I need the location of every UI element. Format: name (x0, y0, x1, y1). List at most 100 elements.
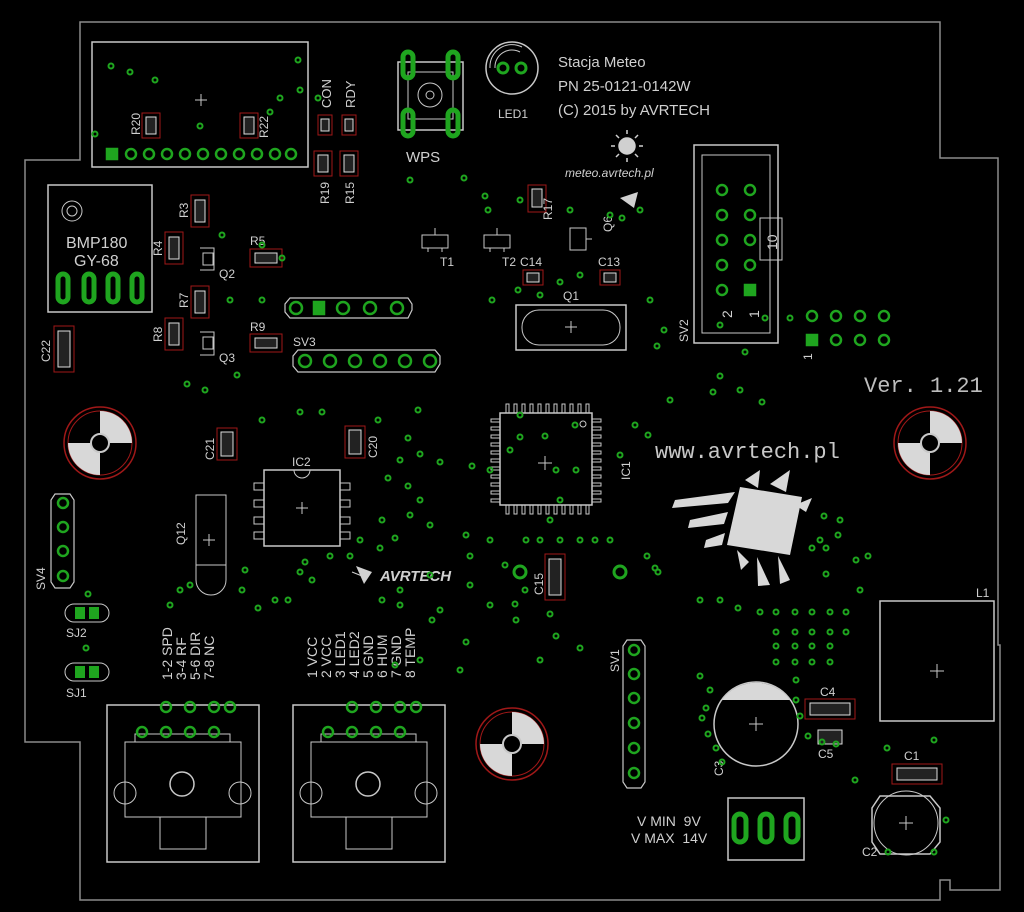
c14-label: C14 (520, 255, 542, 269)
c20-label: C20 (366, 436, 380, 458)
r8-label: R8 (151, 326, 165, 342)
t2-label: T2 (502, 255, 516, 269)
left-connector-legend-line: 3-4 RF (173, 637, 189, 680)
led1-component (485, 41, 539, 95)
part-number: PN 25-0121-0142W (558, 78, 691, 95)
r5-label: R5 (250, 234, 266, 248)
rj-connector-left (106, 700, 260, 863)
wps-button (397, 49, 464, 139)
sv2-pin2-label: 2 (719, 310, 735, 318)
r9-label: R9 (250, 320, 266, 334)
bmp180-module (47, 184, 153, 313)
c21-label: C21 (203, 438, 217, 460)
left-connector-legend-line: 7-8 NC (201, 636, 217, 680)
c3-capacitor (713, 681, 799, 767)
c2-label: C2 (862, 845, 878, 859)
c4-label: C4 (820, 685, 836, 699)
right-connector-legend-line: 1 VCC (304, 637, 320, 678)
q12-component (195, 494, 227, 596)
top-module: R20 R22 (91, 41, 309, 168)
r15-label: R15 (343, 182, 357, 204)
l1-inductor (879, 600, 995, 722)
r22-resistor (239, 112, 259, 139)
power-connector (727, 797, 805, 861)
mounting-hole-left (63, 406, 137, 480)
sv4-label: SV4 (34, 567, 48, 590)
q3-label: Q3 (219, 351, 235, 365)
vias (82, 56, 950, 856)
r3-label: R3 (177, 202, 191, 218)
jumper-block (805, 309, 891, 347)
sv3-label: SV3 (293, 335, 316, 349)
copyright: (C) 2015 by AVRTECH (558, 102, 710, 119)
right-connector-legend-line: 4 LED2 (346, 631, 362, 678)
q12-label: Q12 (174, 522, 188, 545)
sj1-label: SJ1 (66, 686, 87, 700)
top-module-pins (105, 147, 298, 161)
sv2-pin1-label: 1 (746, 310, 762, 318)
led1-label: LED1 (498, 107, 528, 121)
avrtech-chip-logo-icon (672, 470, 812, 586)
vmax-label: V MAX 14V (631, 830, 708, 846)
rj-connector-right (292, 700, 446, 863)
sv1-header (622, 639, 646, 789)
sv4-header (50, 493, 75, 589)
right-connector-legend-line: 6 HUM (374, 634, 390, 678)
mounting-hole-right (893, 406, 967, 480)
board-outline (24, 21, 1001, 901)
c22-label: C22 (39, 340, 53, 362)
avrtech-small-logo-icon (351, 566, 372, 584)
left-connector-legend-line: 1-2 SPD (159, 627, 175, 680)
version-label: Ver. 1.21 (864, 374, 983, 399)
q1-label: Q1 (563, 289, 579, 303)
status-leds (313, 114, 359, 177)
sensor-name: BMP180 (66, 235, 127, 252)
r19-label: R19 (318, 182, 332, 204)
url-large: www.avrtech.pl (655, 440, 840, 465)
ic2-chip (253, 469, 351, 547)
r22-label: R22 (257, 116, 271, 138)
r4-label: R4 (151, 240, 165, 256)
right-connector-legend-line: 7 GND (388, 635, 404, 678)
transistors-t1-t2 (421, 227, 592, 252)
resistor-group-left (164, 194, 283, 356)
con-label: CON (319, 79, 334, 108)
rdy-label: RDY (343, 80, 358, 108)
ic1-chip (490, 403, 602, 515)
wps-label: WPS (406, 149, 440, 166)
jumper-pin1-label: 1 (801, 353, 815, 360)
sv1-label: SV1 (608, 649, 622, 672)
right-connector-legend-line: 2 VCC (318, 637, 334, 678)
left-connector-legend-line: 5-6 DIR (187, 632, 203, 680)
c13-label: C13 (598, 255, 620, 269)
r7-label: R7 (177, 292, 191, 308)
sv3-upper-header (284, 297, 413, 319)
ic2-label: IC2 (292, 455, 311, 469)
c5-label: C5 (818, 747, 834, 761)
sensor-board: GY-68 (74, 253, 119, 270)
c15-label: C15 (532, 573, 546, 595)
brand-label: AVRTECH (379, 568, 452, 585)
right-connector-legend-line: 5 GND (360, 635, 376, 678)
solder-jumpers (64, 603, 110, 682)
q2-label: Q2 (219, 267, 235, 281)
q6-logo-icon (620, 192, 638, 208)
url-small: meteo.avrtech.pl (565, 166, 654, 180)
r20-label: R20 (129, 113, 143, 135)
sv3-lower-header (292, 349, 441, 373)
sv2-box-header (693, 144, 783, 344)
q6-label: Q6 (601, 216, 615, 232)
q1-crystal (515, 304, 627, 351)
right-connector-legend-line: 8 TEMP (402, 628, 418, 678)
sv2-pin10-label: 10 (764, 234, 780, 250)
r20-resistor (141, 112, 161, 139)
sj2-label: SJ2 (66, 626, 87, 640)
t1-label: T1 (440, 255, 454, 269)
r17-label: R17 (541, 198, 555, 220)
sv2-label: SV2 (677, 319, 691, 342)
sun-icon (611, 130, 643, 162)
c2-capacitor (871, 790, 941, 856)
